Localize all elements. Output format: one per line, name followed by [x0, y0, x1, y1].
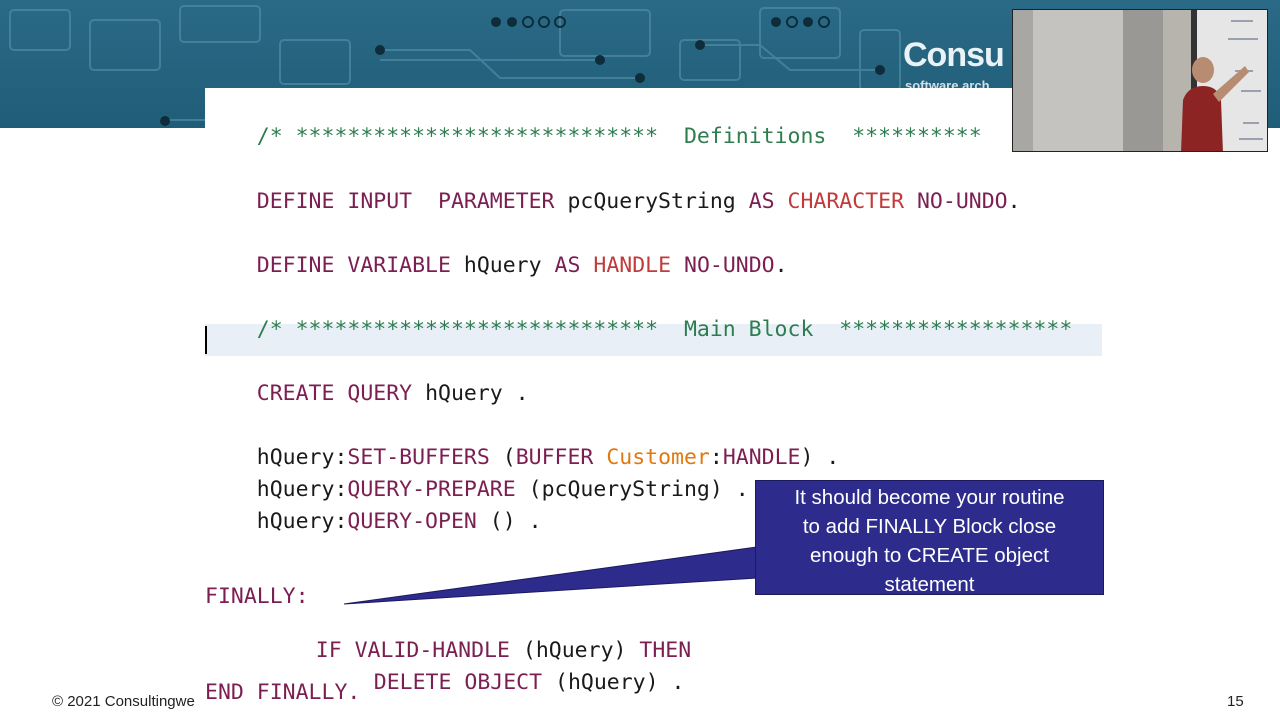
- identifier: hQuery: [463, 252, 542, 278]
- callout-box: It should become your routine to add FIN…: [755, 480, 1104, 596]
- datatype: HANDLE: [593, 252, 672, 278]
- argument: () .: [489, 508, 542, 534]
- brand-logo-text: Consu: [903, 36, 1005, 74]
- method: QUERY-PREPARE: [347, 476, 516, 502]
- attribute: HANDLE: [722, 444, 801, 470]
- punctuation: :: [709, 444, 723, 470]
- code-line-if-valid-handle: IF VALID-HANDLE (hQuery) THEN: [264, 618, 691, 683]
- presenter-webcam: [1012, 9, 1268, 152]
- keyword: BUFFER: [515, 444, 594, 470]
- callout-line: statement: [884, 573, 975, 596]
- code-line-set-buffers: hQuery:SET-BUFFERS (BUFFER Customer:HAND…: [205, 425, 840, 490]
- callout-line: enough to CREATE object: [810, 544, 1049, 567]
- identifier: hQuery:: [256, 508, 348, 534]
- keyword: DEFINE VARIABLE: [256, 252, 451, 278]
- keyword: IF VALID-HANDLE: [315, 637, 510, 663]
- code-line-define-parameter: DEFINE INPUT PARAMETER pcQueryString AS …: [205, 169, 1021, 234]
- comment-stars: ******************: [839, 316, 1073, 342]
- callout-line: to add FINALLY Block close: [802, 515, 1057, 538]
- method: SET-BUFFERS: [347, 444, 490, 470]
- comment-open: /* ****************************: [256, 316, 659, 342]
- keyword: DELETE OBJECT: [373, 669, 543, 695]
- keyword: AS: [748, 188, 775, 214]
- slide-page-number: 15: [1227, 693, 1244, 710]
- text-cursor: [205, 326, 207, 354]
- keyword: NO-UNDO: [916, 188, 1008, 214]
- datatype: CHARACTER: [787, 188, 905, 214]
- code-line-delete-object: DELETE OBJECT (hQuery) .: [322, 650, 685, 715]
- punctuation: .: [1007, 188, 1021, 214]
- keyword: DEFINE INPUT PARAMETER: [256, 188, 555, 214]
- current-line-highlight: [205, 324, 1102, 356]
- method: QUERY-OPEN: [347, 508, 477, 534]
- argument: (hQuery): [522, 637, 627, 663]
- code-line-query-open: hQuery:QUERY-OPEN () .: [205, 489, 542, 554]
- keyword: THEN: [639, 637, 692, 663]
- code-line-main-comment: /* **************************** Main Blo…: [205, 297, 1073, 362]
- table-name: Customer: [606, 444, 710, 470]
- identifier: hQuery:: [256, 444, 348, 470]
- code-editor-panel: /* **************************** Definiti…: [205, 88, 1102, 720]
- code-line-query-prepare: hQuery:QUERY-PREPARE (pcQueryString) .: [205, 457, 749, 522]
- footer-copyright: © 2021 Consultingwe: [52, 693, 195, 710]
- keyword: CREATE QUERY: [256, 380, 413, 406]
- identifier: hQuery:: [256, 476, 348, 502]
- comment-stars: **********: [852, 123, 982, 149]
- code-line-create-query: CREATE QUERY hQuery .: [205, 361, 529, 426]
- punctuation: .: [774, 252, 788, 278]
- code-line-finally: FINALLY:: [205, 584, 309, 609]
- code-line-end-finally: END FINALLY.: [205, 680, 361, 705]
- comment-label-definitions: Definitions: [683, 123, 827, 149]
- punctuation: ) .: [800, 444, 840, 470]
- code-line-definitions-comment: /* **************************** Definiti…: [205, 104, 982, 169]
- identifier: pcQueryString: [567, 188, 736, 214]
- argument: (pcQueryString) .: [528, 476, 749, 502]
- keyword: NO-UNDO: [684, 252, 775, 278]
- comment-label-main-block: Main Block: [683, 316, 814, 342]
- callout-line: It should become your routine: [794, 486, 1065, 509]
- keyword: AS: [554, 252, 581, 278]
- punctuation: (: [502, 444, 516, 470]
- code-line-define-variable: DEFINE VARIABLE hQuery AS HANDLE NO-UNDO…: [205, 233, 788, 298]
- argument: (hQuery) .: [555, 669, 685, 695]
- comment-open: /* ****************************: [256, 123, 659, 149]
- presenter-video-frame: [1013, 10, 1267, 151]
- identifier: hQuery .: [425, 380, 529, 406]
